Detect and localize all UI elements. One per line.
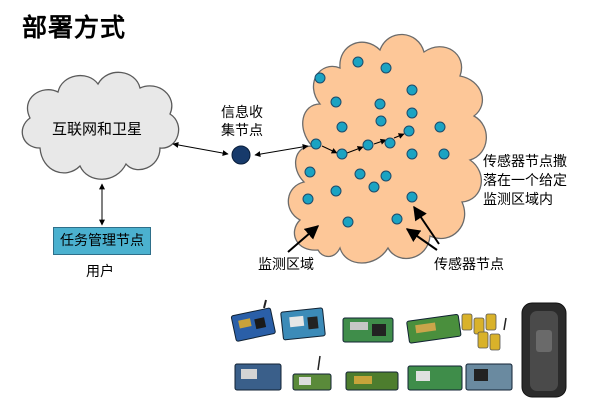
task-manager-box: 任务管理节点 [53, 227, 151, 255]
sensor-node-icon [354, 168, 366, 180]
region-pointer-arrow [287, 225, 320, 253]
scatter-note: 传感器节点撒落在一个给定监测区域内 [483, 154, 567, 208]
user-label: 用户 [86, 264, 114, 280]
sensor-node-icon [368, 181, 380, 193]
sensor-node-icon [438, 148, 450, 160]
sensor-node-icon [406, 84, 418, 96]
sensor-node-icon [406, 107, 418, 119]
sensor-node-icon [362, 139, 374, 151]
node-pointer-arrow-1 [405, 228, 438, 251]
sink-sensor-link [254, 143, 309, 158]
sensor-node-icon [403, 125, 415, 137]
sensor-node-icon [380, 170, 392, 182]
sink-node-label: 信息收集节点 [221, 105, 263, 139]
sensor-node-icon [330, 96, 342, 108]
sensor-node-icon [352, 56, 364, 68]
sensor-node-icon [406, 191, 418, 203]
sensor-node-icon [304, 166, 316, 178]
sensor-node-icon [302, 193, 314, 205]
sensor-node-label: 传感器节点 [434, 257, 504, 273]
sensor-node-icon [314, 72, 326, 84]
multi-hop-chain [321, 133, 405, 154]
internet-cloud-label: 互联网和卫星 [52, 120, 143, 138]
sensor-node-icon [384, 137, 396, 149]
sensor-node-icon [391, 213, 403, 225]
slide-title: 部署方式 [22, 13, 127, 42]
sensor-node-icon [342, 216, 354, 228]
sensor-node-icon [375, 115, 387, 127]
sensor-node-icon [380, 62, 392, 74]
sensor-node-icon [330, 185, 342, 197]
sensor-node-icon [336, 121, 348, 133]
internet-sink-link [172, 142, 229, 156]
internet-cloud-icon [21, 71, 180, 180]
sensor-node-icon [374, 98, 386, 110]
sensor-hardware-photo [230, 299, 567, 398]
sensor-nodes [302, 56, 450, 228]
sensor-node-icon [310, 138, 322, 150]
node-pointer-arrow-2 [413, 205, 440, 245]
sensor-node-icon [434, 121, 446, 133]
sensor-node-icon [336, 148, 348, 160]
monitoring-region-label: 监测区域 [258, 257, 314, 273]
sink-node-icon [231, 145, 251, 165]
sensor-node-icon [406, 148, 418, 160]
